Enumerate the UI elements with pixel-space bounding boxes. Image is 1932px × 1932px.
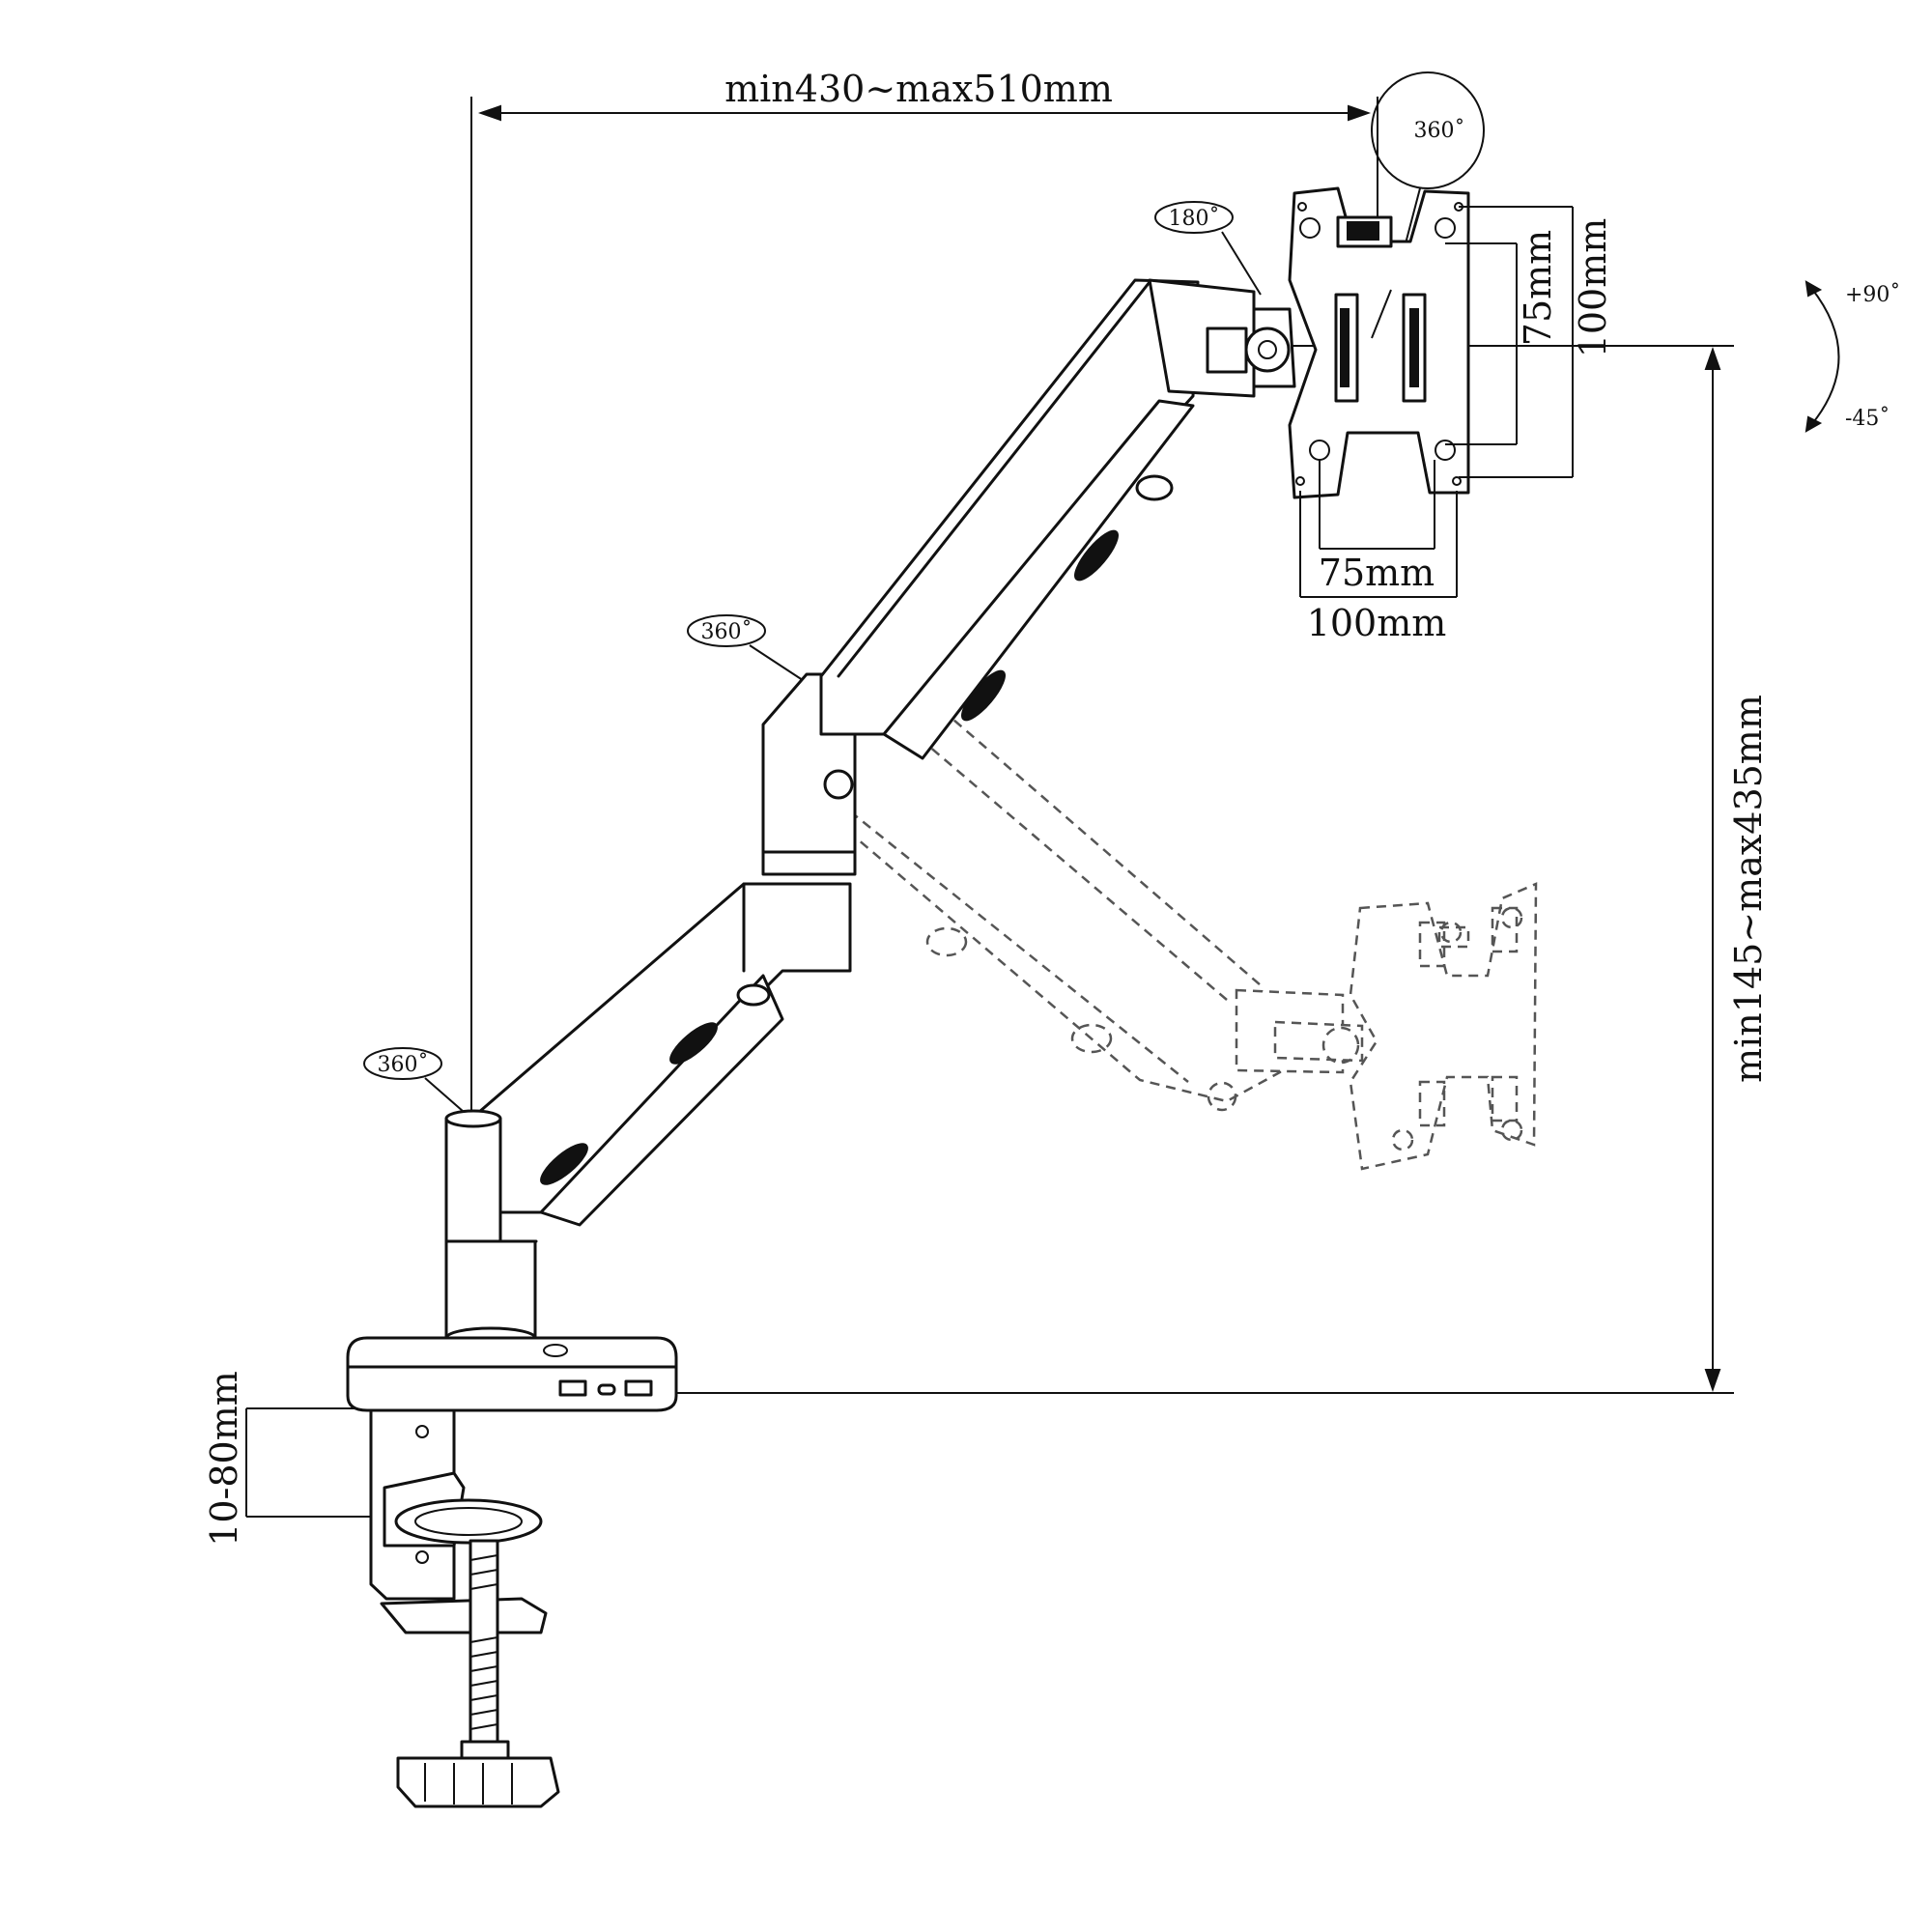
screw-threads [469, 1554, 498, 1730]
clamp-label: 10-80mm [203, 1371, 245, 1547]
base-hub [346, 1336, 678, 1412]
usb-a-port-left [558, 1379, 587, 1397]
usb-a-port-right [624, 1379, 653, 1397]
upper-arm [819, 278, 1200, 760]
vesa-inner-h-label: 75mm [1319, 552, 1435, 594]
head-swivel-marker: 360˚ [1371, 71, 1485, 344]
usb-c-port [597, 1383, 616, 1396]
vesa-outer-v-label: 100mm [1572, 218, 1614, 358]
vesa-inner-v-label: 75mm [1517, 230, 1559, 346]
base-marker: 360˚ [363, 1047, 472, 1120]
elbow-marker: 360˚ [687, 614, 812, 687]
tilt-range-marker: +90˚ -45˚ [1804, 280, 1900, 433]
reach-label: min430~max510mm [724, 68, 1113, 110]
base-post [444, 1109, 538, 1350]
tilt-up-label: +90˚ [1845, 281, 1900, 307]
vesa-plate [1288, 186, 1470, 499]
elbow-label: 360˚ [701, 618, 753, 644]
reach-dimension: min430~max510mm [470, 68, 1378, 1121]
vesa-dimensions: 75mm 100mm 75mm 100mm [1299, 206, 1614, 644]
desk-clamp [369, 1408, 560, 1808]
ghost-arm-position [829, 674, 1538, 1171]
tilt-head [1148, 278, 1296, 398]
height-label: min145~max435mm [1727, 695, 1770, 1083]
vesa-outer-h-label: 100mm [1307, 602, 1447, 644]
head-swivel-label: 360˚ [1414, 117, 1465, 143]
base-label: 360˚ [378, 1051, 429, 1077]
tilt-down-label: -45˚ [1845, 405, 1889, 431]
tilt-joint-marker: 180˚ [1154, 201, 1262, 296]
lower-arm [469, 882, 852, 1227]
tilt-joint-label: 180˚ [1169, 205, 1220, 231]
